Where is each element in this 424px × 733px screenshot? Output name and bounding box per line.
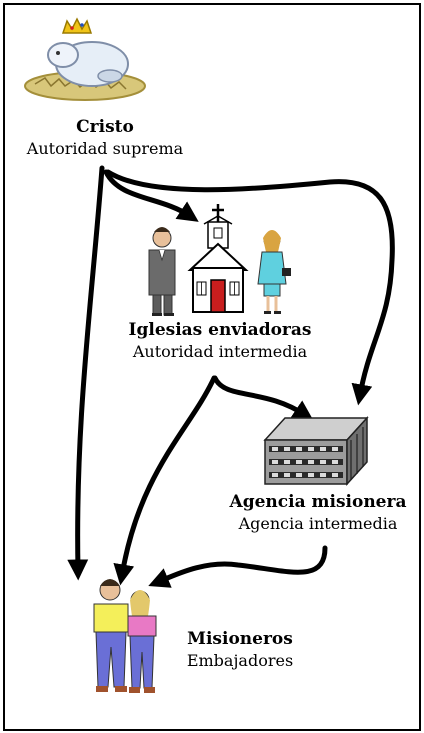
node-agencia-title: Agencia misionera bbox=[229, 492, 407, 512]
arrow-cristo-to-agencia bbox=[105, 169, 395, 406]
woman-figure bbox=[257, 230, 291, 314]
arrow-iglesias-to-agencia bbox=[212, 375, 314, 421]
node-iglesias-subtitle: Autoridad intermedia bbox=[132, 342, 308, 361]
arrow-agencia-to-misioneros bbox=[148, 545, 328, 588]
node-agencia-subtitle: Agencia intermedia bbox=[238, 514, 398, 533]
arrow-cristo-to-misioneros bbox=[67, 165, 105, 581]
diagram-frame bbox=[3, 3, 421, 731]
arrow-cristo-to-iglesias bbox=[103, 169, 199, 222]
node-iglesias: Iglesias enviadoras Autoridad intermedia bbox=[110, 319, 330, 363]
node-cristo-subtitle: Autoridad suprema bbox=[26, 139, 184, 158]
node-agencia: Agencia misionera Agencia intermedia bbox=[218, 491, 418, 535]
arrow-iglesias-to-misioneros bbox=[113, 375, 217, 586]
node-iglesias-title: Iglesias enviadoras bbox=[128, 320, 312, 340]
missionary-man-figure bbox=[93, 579, 129, 692]
node-cristo-title: Cristo bbox=[76, 117, 134, 137]
node-misioneros-subtitle: Embajadores bbox=[186, 651, 294, 670]
missionary-woman-figure bbox=[127, 590, 157, 693]
man-figure bbox=[148, 227, 176, 316]
node-misioneros-title: Misioneros bbox=[187, 629, 293, 649]
node-misioneros: Misioneros Embajadores bbox=[175, 628, 305, 672]
church-building bbox=[187, 204, 249, 313]
node-cristo: Cristo Autoridad suprema bbox=[10, 116, 200, 160]
